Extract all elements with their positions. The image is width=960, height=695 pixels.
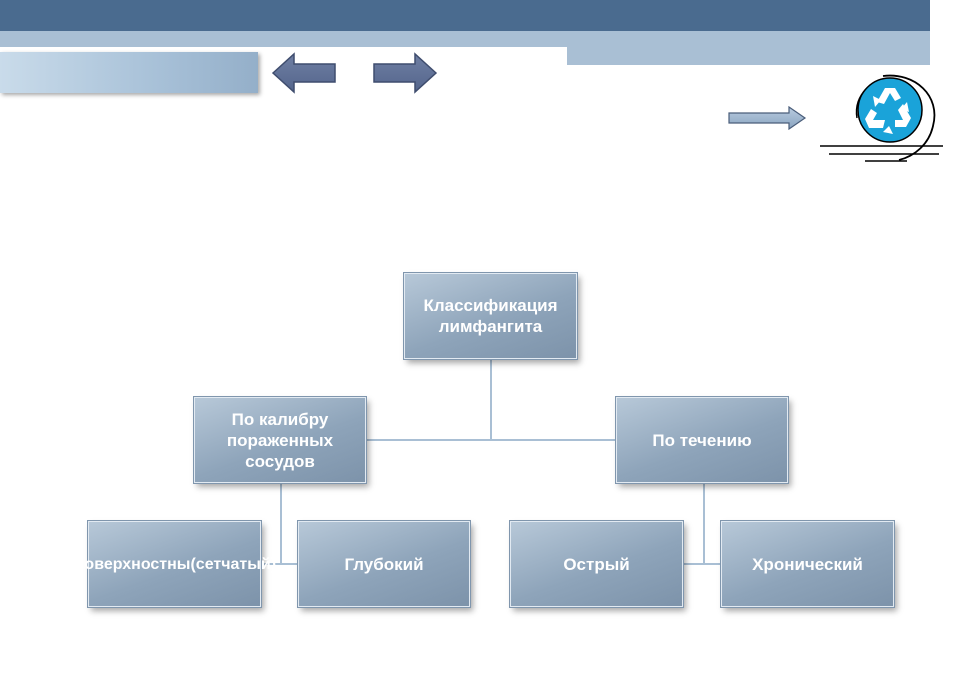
leaf-node-deep-label: Глубокий	[344, 554, 424, 574]
recycle-icon	[820, 74, 943, 162]
root-node-label: Классификация лимфангита	[423, 296, 558, 336]
branch-node-caliber: По калибру пораженных сосудов	[194, 397, 366, 483]
branch-node-course: По течению	[616, 397, 788, 483]
header-sub-band-right	[567, 47, 930, 65]
branch-node-caliber-label: По калибру пораженных сосудов	[226, 409, 334, 471]
leaf-node-deep: Глубокий	[298, 521, 470, 607]
leaf-node-superficial: Поверхностны(сетчатый)	[73, 521, 276, 607]
branch-node-course-label: По течению	[652, 430, 752, 450]
root-node: Классификация лимфангита	[404, 273, 577, 359]
leaf-node-acute: Острый	[510, 521, 683, 607]
leaf-node-chronic: Хронический	[721, 521, 894, 607]
leaf-node-chronic-label: Хронический	[752, 554, 863, 574]
leaf-node-acute-label: Острый	[563, 554, 630, 574]
left-arrow-icon[interactable]	[271, 52, 337, 94]
header-sub-band	[0, 31, 930, 47]
pointer-arrow-icon	[728, 106, 807, 130]
title-tab	[0, 52, 258, 93]
header-band	[0, 0, 930, 31]
leaf-node-superficial-label: Поверхностны(сетчатый)	[72, 555, 277, 573]
corner-decoration	[935, 0, 947, 66]
right-arrow-icon[interactable]	[372, 52, 438, 94]
